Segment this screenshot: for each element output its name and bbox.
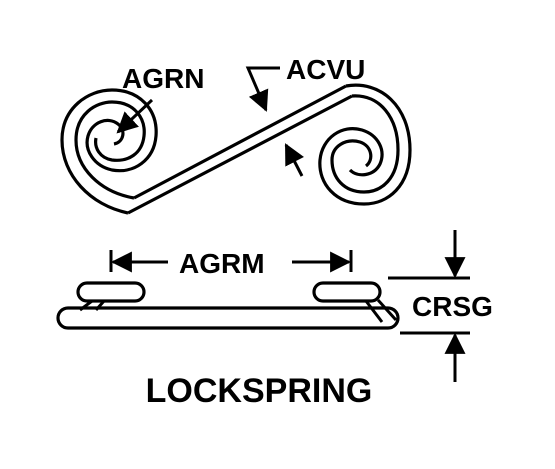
spring-top-view	[60, 83, 412, 215]
side-view-base	[56, 306, 400, 330]
strip-upper-edge	[133, 84, 347, 200]
crsg-label: CRSG	[412, 291, 493, 322]
right-coil	[318, 83, 412, 206]
diagram-title: LOCKSPRING	[146, 372, 373, 410]
side-view-right-loop	[312, 281, 382, 303]
right-loop-joint-2	[376, 298, 398, 322]
acvu-label: ACVU	[286, 54, 365, 85]
side-view-left-loop	[76, 281, 146, 303]
agrn-label: AGRN	[122, 63, 204, 94]
top-view-leaders	[116, 66, 304, 177]
spring-side-view	[56, 281, 400, 330]
strip-lower-edge	[127, 94, 353, 215]
left-coil-inner	[74, 100, 146, 200]
agrn-leader-arrow	[116, 98, 154, 134]
right-coil-inner	[330, 94, 400, 194]
left-loop-joint	[79, 299, 93, 312]
agrm-label: AGRM	[179, 248, 265, 279]
left-coil	[60, 88, 158, 215]
agrm-dimension	[109, 250, 353, 273]
acvu-leader-arrow	[245, 66, 280, 112]
crsg-dimension	[388, 230, 470, 382]
left-loop-joint-2	[94, 300, 106, 311]
acvu-opposite-arrow	[284, 143, 304, 177]
right-loop-joint	[364, 300, 384, 323]
